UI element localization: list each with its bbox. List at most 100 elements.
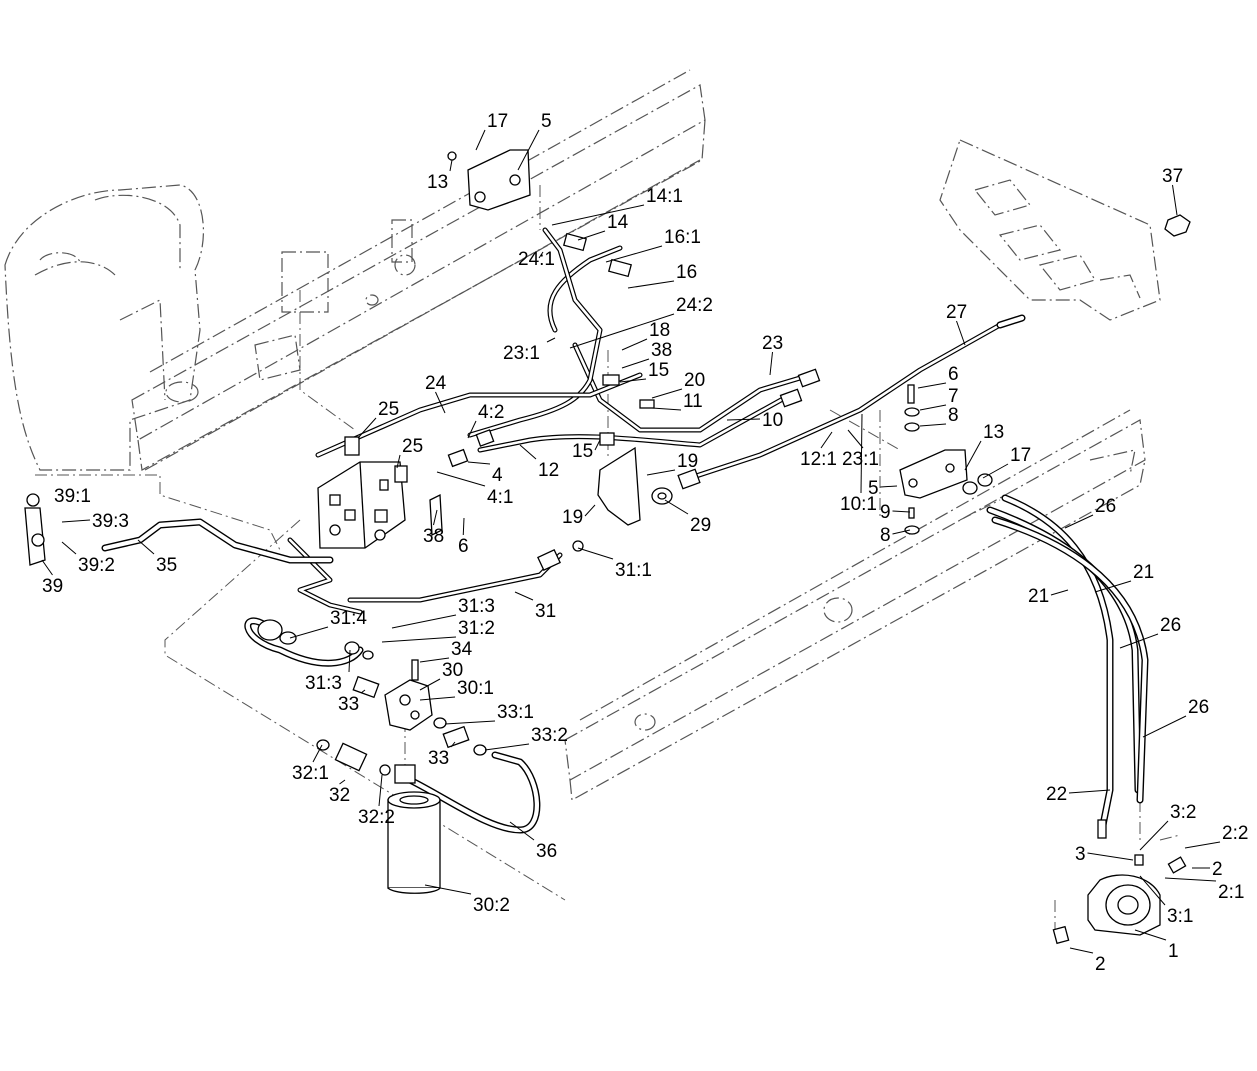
leader-line — [546, 337, 556, 343]
leader-line — [646, 469, 676, 476]
leader-line — [769, 351, 773, 376]
leader-line — [1184, 841, 1221, 849]
leader-line — [569, 313, 675, 349]
leader-line — [339, 779, 346, 785]
leader-line — [1087, 852, 1134, 861]
leader-line — [1172, 184, 1178, 216]
leader-line — [577, 547, 614, 560]
leader-line — [348, 649, 351, 673]
leader-line — [419, 696, 456, 701]
callout-19: 19 — [562, 507, 583, 528]
leader-line — [860, 413, 863, 494]
leader-line — [651, 388, 683, 399]
callout-12-1: 12:1 — [800, 449, 837, 470]
callout-4-1: 4:1 — [487, 487, 513, 508]
callout-33: 33 — [338, 694, 359, 715]
leader-line — [467, 420, 477, 439]
leader-line — [1119, 633, 1159, 649]
leader-line — [419, 657, 450, 663]
callout-9: 9 — [880, 502, 891, 523]
callout-23-1: 23:1 — [503, 343, 540, 364]
leader-line — [621, 358, 650, 369]
callout-17: 17 — [487, 111, 508, 132]
callout-5: 5 — [541, 111, 552, 132]
callout-33-2: 33:2 — [531, 725, 568, 746]
leader-line — [892, 529, 911, 535]
callout-23-1: 23:1 — [842, 449, 879, 470]
callout-14-1: 14:1 — [646, 186, 683, 207]
mount-plate — [597, 446, 641, 526]
callout-20: 20 — [684, 370, 705, 391]
leader-line — [449, 159, 453, 172]
callout-38: 38 — [651, 340, 672, 361]
leader-line — [462, 517, 465, 536]
callout-31-3: 31:3 — [305, 673, 342, 694]
callout-2: 2 — [1212, 859, 1223, 880]
callout-37: 37 — [1162, 166, 1183, 187]
callout-16-1: 16:1 — [664, 227, 701, 248]
leader-line — [360, 689, 366, 694]
callout-30-2: 30:2 — [473, 895, 510, 916]
callout-38: 38 — [423, 526, 444, 547]
callout-13: 13 — [427, 172, 448, 193]
filter-head — [384, 679, 433, 731]
callout-33-1: 33:1 — [497, 702, 534, 723]
leader-line — [1064, 514, 1094, 529]
callout-31-3: 31:3 — [458, 596, 495, 617]
leader-line — [538, 251, 544, 259]
leader-line — [435, 391, 446, 414]
callout-7: 7 — [948, 386, 959, 407]
callout-39-3: 39:3 — [92, 511, 129, 532]
frame-outline — [4, 69, 1181, 930]
leader-line — [357, 417, 377, 439]
leader-line — [519, 444, 537, 460]
leader-line — [1094, 580, 1132, 593]
leader-line — [820, 431, 833, 449]
callout-3-1: 3:1 — [1167, 906, 1193, 927]
leader-line — [621, 338, 648, 351]
bracket-right — [899, 449, 968, 499]
callout-14: 14 — [607, 212, 629, 233]
leader-line — [651, 407, 682, 411]
callout-15: 15 — [572, 441, 593, 462]
callout-3-2: 3:2 — [1170, 802, 1196, 823]
callout-2-1: 2:1 — [1218, 882, 1244, 903]
leader-line — [664, 499, 689, 515]
leader-line — [956, 320, 966, 346]
callout-1: 1 — [1168, 941, 1179, 962]
callout-32-2: 32:2 — [358, 807, 395, 828]
callout-3: 3 — [1075, 844, 1086, 865]
callout-8: 8 — [880, 525, 891, 546]
leader-line — [1050, 589, 1069, 596]
callout-5: 5 — [868, 478, 879, 499]
callout-8: 8 — [948, 405, 959, 426]
callout-35: 35 — [156, 555, 177, 576]
leader-line — [577, 230, 606, 241]
callout-30: 30 — [442, 660, 463, 681]
leader-line — [312, 744, 323, 763]
leader-line — [551, 204, 645, 226]
callout-21: 21 — [1133, 562, 1154, 583]
callout-39-1: 39:1 — [54, 486, 91, 507]
leader-line — [484, 743, 530, 751]
callout-6: 6 — [458, 536, 469, 557]
nut-37 — [1164, 214, 1191, 237]
leader-line — [61, 519, 91, 523]
leader-line — [594, 439, 601, 451]
callout-18: 18 — [649, 320, 670, 341]
callout-12: 12 — [538, 460, 559, 481]
callout-39-2: 39:2 — [78, 555, 115, 576]
callout-24-1: 24:1 — [518, 249, 555, 270]
leader-line — [517, 129, 540, 171]
callout-21: 21 — [1028, 586, 1049, 607]
leader-line — [475, 129, 486, 151]
leader-line — [61, 541, 77, 555]
leader-line — [605, 245, 663, 263]
leader-line — [450, 741, 456, 748]
leader-line — [726, 418, 761, 421]
callout-30-1: 30:1 — [457, 678, 494, 699]
leader-line — [433, 509, 438, 526]
callout-27: 27 — [946, 302, 967, 323]
leader-line — [1139, 875, 1166, 906]
